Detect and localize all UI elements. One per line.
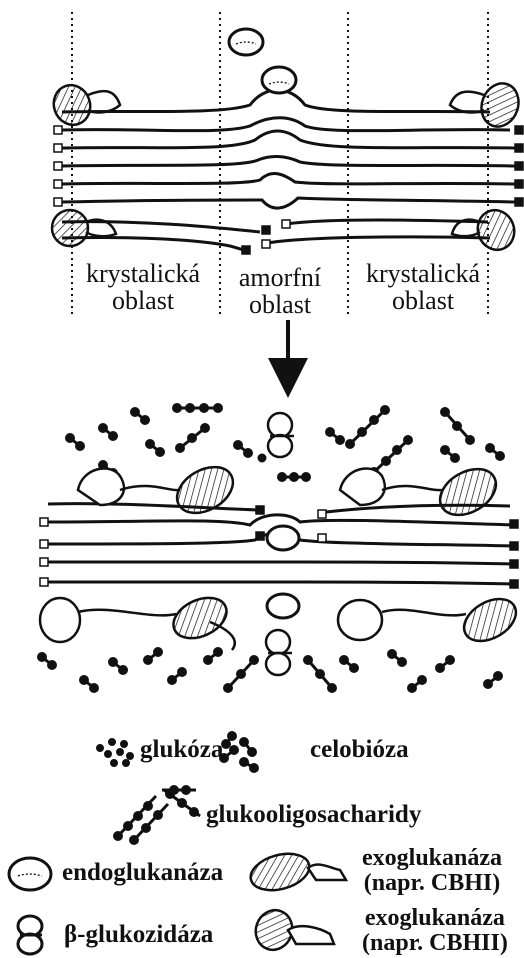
cbhi-exoglucanase-bottom-right-upper bbox=[340, 460, 504, 525]
legend-beta-glucosidase-label: β-glukozidáza bbox=[64, 922, 213, 948]
bottom-panel bbox=[39, 405, 524, 692]
cellobiose-molecule bbox=[81, 677, 98, 692]
cellobiose-molecule bbox=[39, 654, 56, 669]
legend-line2: (napr. CBHI) bbox=[362, 871, 502, 896]
legend-exoglucanase-cbhii-label: exoglukanáza (napr. CBHII) bbox=[362, 906, 508, 956]
region-label-line1: krystalická bbox=[68, 260, 218, 287]
cellobiose-molecule bbox=[327, 429, 344, 444]
cbhii-exoglucanase-top-right bbox=[452, 205, 520, 255]
legend-exoglucanase-cbhi-label: exoglukanáza (napr. CBHI) bbox=[362, 846, 502, 896]
cbhi-exoglucanase-top-left bbox=[48, 80, 120, 130]
amorphous-region-label: amorfní oblast bbox=[205, 264, 355, 319]
endoglucanase-icon bbox=[9, 858, 51, 890]
cellobiose-molecule bbox=[487, 445, 504, 460]
glucooligosaccharide-molecule bbox=[177, 425, 209, 452]
cellobiose-molecule bbox=[147, 441, 164, 456]
cbhi-exoglucanase-icon bbox=[247, 848, 346, 896]
legend-cellobiose-label: celobióza bbox=[310, 737, 409, 763]
cbhii-exoglucanase-icon bbox=[250, 905, 334, 955]
cellobiose-molecule bbox=[235, 442, 252, 457]
legend-glucose-label: glukóza bbox=[140, 737, 223, 763]
beta-glucosidase-bottom bbox=[266, 630, 292, 675]
legend-glucooligosaccharides-label: glukooligosacharidy bbox=[206, 802, 421, 828]
legend-line1: exoglukanáza bbox=[362, 906, 508, 931]
endoglucanase-bound-top bbox=[262, 67, 296, 93]
cbhii-exoglucanase-top-left bbox=[52, 210, 116, 246]
beta-glucosidase-top bbox=[268, 413, 294, 457]
legend-line1: exoglukanáza bbox=[362, 846, 502, 871]
legend-endoglucanase-label: endoglukanáza bbox=[62, 860, 223, 886]
beta-glucosidase-icon bbox=[18, 916, 42, 954]
region-label-line2: oblast bbox=[68, 287, 218, 314]
top-panel bbox=[48, 12, 524, 378]
crystalline-region-label-left: krystalická oblast bbox=[68, 260, 218, 315]
cellobiose-molecule bbox=[169, 669, 186, 684]
glucooligosaccharide-molecule bbox=[347, 407, 389, 448]
glucooligosaccharide-molecule bbox=[279, 474, 310, 481]
cellobiose-molecule bbox=[67, 435, 84, 450]
region-label-line2: oblast bbox=[348, 287, 498, 314]
cellobiose-molecule bbox=[205, 649, 222, 664]
cbhi-exoglucanase-bottom-left-upper bbox=[78, 458, 241, 523]
legend-line2: (napr. CBHII) bbox=[362, 931, 508, 956]
crystalline-region-label-right: krystalická oblast bbox=[348, 260, 498, 315]
endoglucanase-free bbox=[229, 29, 263, 55]
cbhi-exoglucanase-top-right bbox=[450, 78, 524, 132]
cellobiose-molecule bbox=[132, 409, 149, 424]
glucooligosaccharide-molecule bbox=[174, 405, 222, 412]
glucooligosaccharides-icon bbox=[115, 787, 201, 844]
glucooligosaccharide-molecule bbox=[442, 409, 474, 444]
cellobiose-molecule bbox=[485, 673, 502, 688]
cellobiose-molecule bbox=[341, 657, 358, 672]
glucooligosaccharide-molecule bbox=[305, 657, 336, 692]
glucose-icon bbox=[97, 739, 134, 767]
glucooligosaccharide-molecule bbox=[225, 657, 258, 692]
cellobiose-molecule bbox=[409, 677, 426, 692]
cellobiose-molecule bbox=[110, 659, 127, 674]
region-label-line1: krystalická bbox=[348, 260, 498, 287]
cbhii-exoglucanase-bottom-right-lower bbox=[338, 590, 523, 649]
cellobiose-molecule bbox=[437, 657, 454, 672]
cellobiose-icon bbox=[221, 733, 258, 772]
endoglucanase-bound-bottom-upper bbox=[267, 526, 299, 550]
cellobiose-molecule bbox=[145, 649, 162, 664]
region-label-line2: oblast bbox=[205, 291, 355, 318]
glucose-molecule bbox=[259, 455, 265, 461]
region-label-line1: amorfní bbox=[205, 264, 355, 291]
cellobiose-molecule bbox=[442, 447, 459, 462]
cellobiose-molecule bbox=[389, 651, 406, 666]
glucooligosaccharide-molecule bbox=[371, 437, 412, 476]
cellobiose-molecule bbox=[100, 425, 117, 440]
endoglucanase-bound-bottom-lower bbox=[267, 594, 299, 618]
cbhii-exoglucanase-bottom-left-lower bbox=[40, 590, 235, 650]
